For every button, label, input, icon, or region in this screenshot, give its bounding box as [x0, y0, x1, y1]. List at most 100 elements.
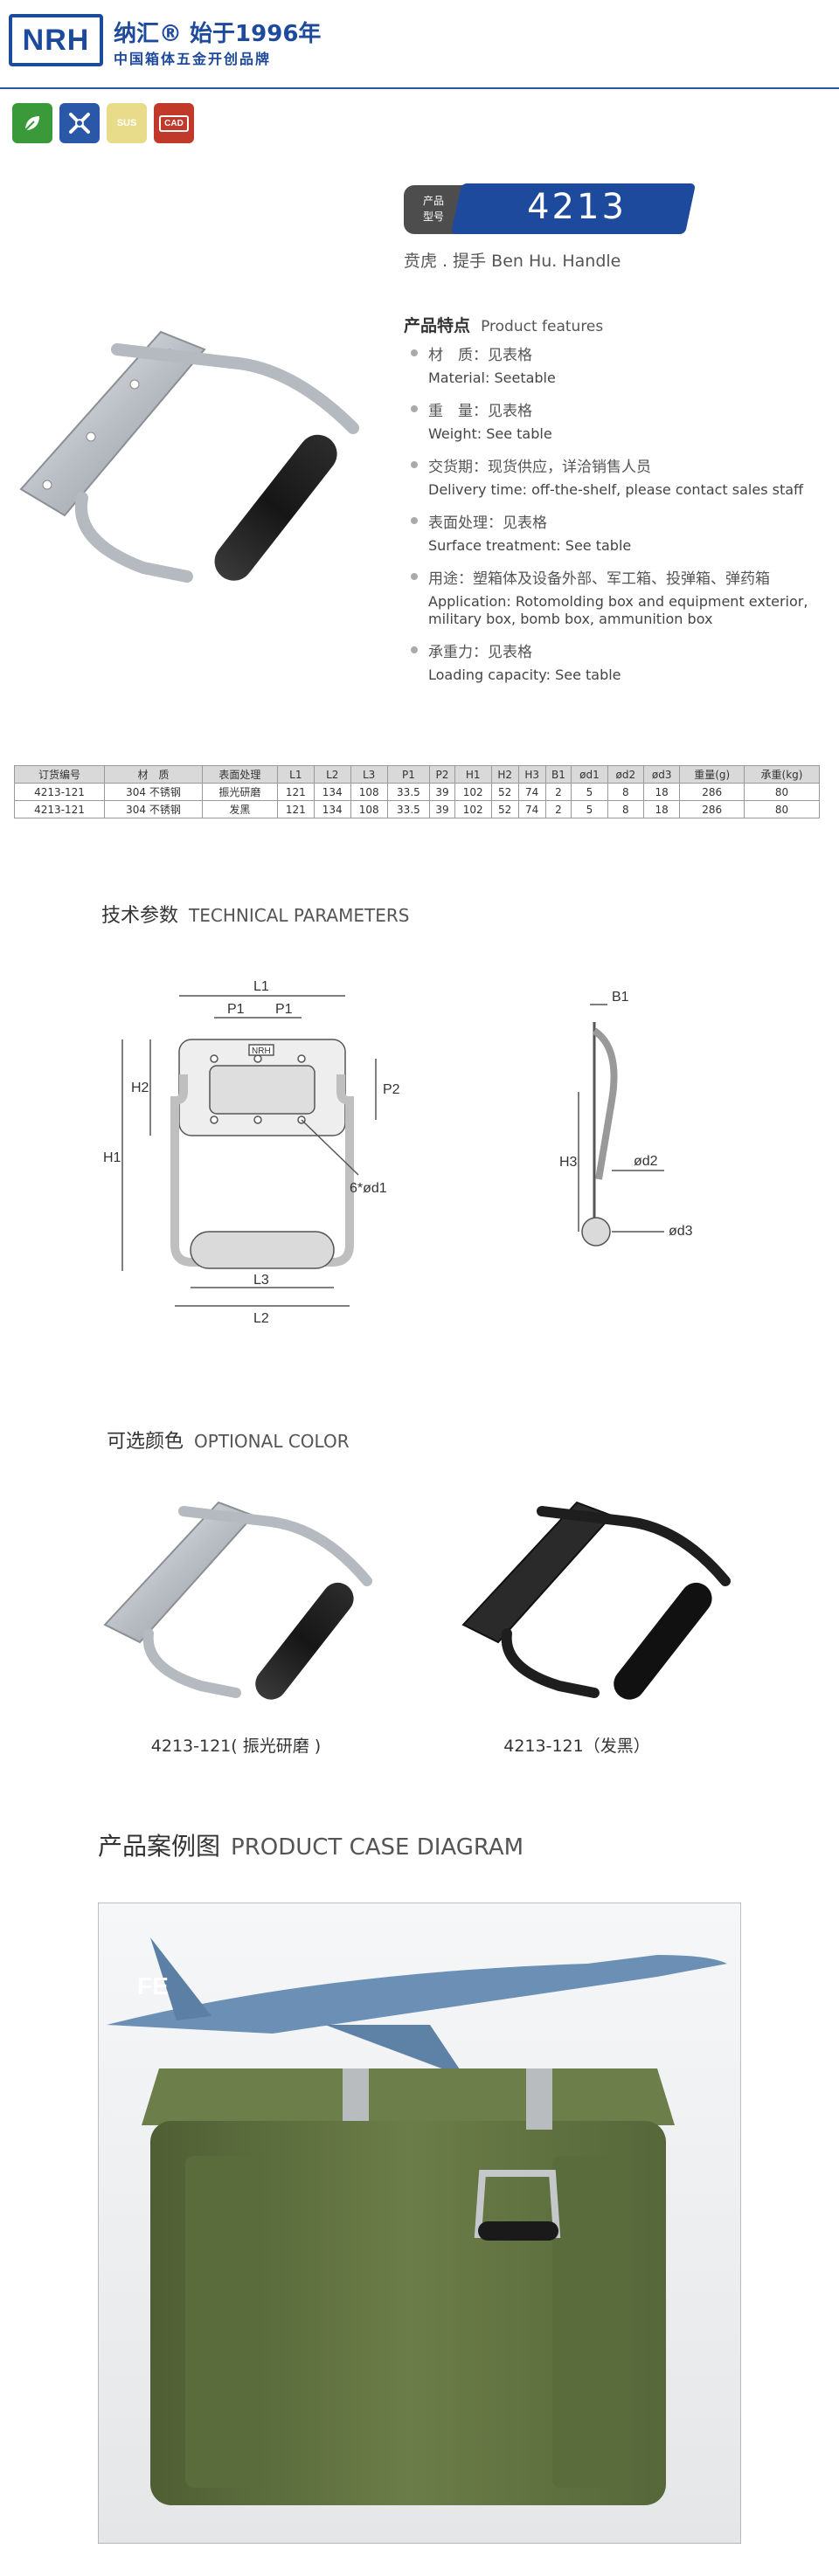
feature-en: Weight: See table — [428, 425, 552, 442]
drawing-plate-marking — [248, 1044, 274, 1056]
label-h2: H2 — [131, 1081, 149, 1095]
features-title-cn: 产品特点 — [404, 316, 471, 335]
silver-handle-caption: 4213-121( 振光研磨 ) — [150, 1737, 322, 1756]
features-title: 产品特点 Product features — [404, 313, 603, 336]
drawing-hole — [210, 1054, 218, 1063]
case-diagram-title-cn: 产品案例图 — [98, 1832, 221, 1861]
table-cell: 39 — [429, 800, 455, 818]
feature-item: 材 质：见表格 Material: Seetable — [409, 342, 837, 387]
label-h1: H1 — [103, 1150, 121, 1165]
feature-en: Surface treatment: See table — [428, 537, 632, 554]
brand-subtitle: 中国箱体五金开创品牌 — [114, 51, 272, 67]
case-diagram-photo: FE — [98, 1903, 741, 2544]
col-header: 材 质 — [104, 765, 203, 784]
feature-cn: 重 量：见表格 — [409, 398, 837, 420]
nrh-logo: NRH — [9, 14, 103, 66]
label-d2: ød2 — [634, 1154, 658, 1169]
col-header: H3 — [517, 765, 546, 784]
side-view-bail — [592, 1027, 618, 1180]
table-cell: 18 — [642, 800, 681, 818]
label-l2: L2 — [253, 1311, 269, 1326]
table-cell: 33.5 — [386, 783, 431, 801]
label-p2: P2 — [383, 1082, 400, 1097]
label-l1: L1 — [253, 979, 269, 994]
table-cell: 发黑 — [201, 800, 278, 818]
col-header: ød2 — [607, 765, 645, 784]
jet-marking: FE — [137, 1972, 169, 1999]
table-cell: 18 — [642, 783, 681, 801]
table-cell: 4213-121 — [13, 800, 106, 818]
black-handle-image — [461, 1501, 731, 1700]
jet-model: FE — [107, 1937, 727, 2077]
table-cell: 286 — [679, 783, 745, 801]
drawing-hole — [253, 1115, 262, 1124]
label-p1: P1 — [227, 1002, 245, 1017]
model-label-line2: 型号 — [422, 211, 444, 223]
col-header: 订货编号 — [13, 765, 106, 784]
sus-badge-icon: SUS — [107, 103, 147, 143]
feature-cn: 承重力：见表格 — [409, 639, 837, 661]
col-header: 承重(kg) — [744, 765, 820, 784]
case-diagram-title: 产品案例图 PRODUCT CASE DIAGRAM — [98, 1827, 524, 1862]
col-header: L1 — [276, 765, 315, 784]
table-cell: 2 — [544, 800, 572, 818]
product-photo-handle — [19, 330, 359, 583]
drawing-hinge — [209, 1065, 315, 1115]
feature-en: Loading capacity: See table — [428, 666, 621, 683]
label-d3: ød3 — [669, 1224, 693, 1239]
model-number: 4213 — [527, 187, 627, 227]
cad-badge-icon: CAD — [154, 103, 194, 143]
table-cell: 5 — [571, 783, 608, 801]
col-header: 重量(g) — [679, 765, 745, 784]
col-header: L2 — [313, 765, 351, 784]
label-p1: P1 — [275, 1002, 293, 1017]
table-cell: 8 — [607, 783, 645, 801]
feature-item: 用途：塑箱体及设备外部、军工箱、投弹箱、弹药箱 Application: Rot… — [409, 566, 837, 628]
feature-item: 承重力：见表格 Loading capacity: See table — [409, 639, 837, 684]
table-cell: 8 — [607, 800, 645, 818]
table-cell: 80 — [744, 800, 820, 818]
feature-en: Delivery time: off-the-shelf, please con… — [428, 481, 804, 498]
table-cell: 74 — [517, 783, 546, 801]
table-cell: 121 — [276, 783, 315, 801]
drawing-grip — [190, 1231, 335, 1269]
table-cell: 33.5 — [386, 800, 431, 818]
spec-table: 订货编号 材 质 表面处理 L1 L2 L3 P1 P2 H1 H2 H3 B1… — [13, 765, 820, 818]
col-header: P2 — [429, 765, 455, 784]
table-cell: 39 — [429, 783, 455, 801]
product-name: 贲虎 . 提手 Ben Hu. Handle — [404, 252, 621, 271]
case-diagram-title-en: PRODUCT CASE DIAGRAM — [231, 1834, 524, 1861]
eco-badge-icon — [12, 103, 52, 143]
black-handle-caption: 4213-121（发黑） — [503, 1737, 650, 1756]
col-header: B1 — [544, 765, 572, 784]
col-header: H2 — [490, 765, 519, 784]
table-cell: 52 — [490, 800, 519, 818]
cad-badge-label: CAD — [159, 114, 189, 132]
col-header: L3 — [350, 765, 388, 784]
feature-item: 交货期：现货供应，详洽销售人员 Delivery time: off-the-s… — [409, 454, 837, 499]
table-cell: 102 — [454, 783, 492, 801]
feature-item: 重 量：见表格 Weight: See table — [409, 398, 837, 443]
feature-cn: 用途：塑箱体及设备外部、军工箱、投弹箱、弹药箱 — [409, 566, 837, 588]
table-cell: 振光研磨 — [201, 783, 278, 801]
table-cell: 108 — [350, 800, 388, 818]
feature-en: Material: Seetable — [428, 369, 556, 386]
table-cell: 304 不锈钢 — [104, 800, 203, 818]
table-cell: 286 — [679, 800, 745, 818]
dim-d1-leader — [301, 1119, 359, 1176]
col-header: ød3 — [642, 765, 681, 784]
table-cell: 4213-121 — [13, 783, 106, 801]
optional-color-title-cn: 可选颜色 — [107, 1431, 184, 1453]
feature-en: Application: Rotomolding box and equipme… — [428, 593, 808, 627]
drawing-plate-logo: NRH — [252, 1046, 271, 1056]
table-cell: 108 — [350, 783, 388, 801]
brand-title: 纳汇® 始于1996年 — [114, 21, 322, 47]
label-h3: H3 — [559, 1155, 578, 1170]
feature-cn: 表面处理：见表格 — [409, 510, 837, 532]
technical-title-cn: 技术参数 — [101, 905, 179, 927]
table-cell: 74 — [517, 800, 546, 818]
model-label-line1: 产品 — [422, 195, 444, 207]
label-b1: B1 — [612, 990, 629, 1005]
